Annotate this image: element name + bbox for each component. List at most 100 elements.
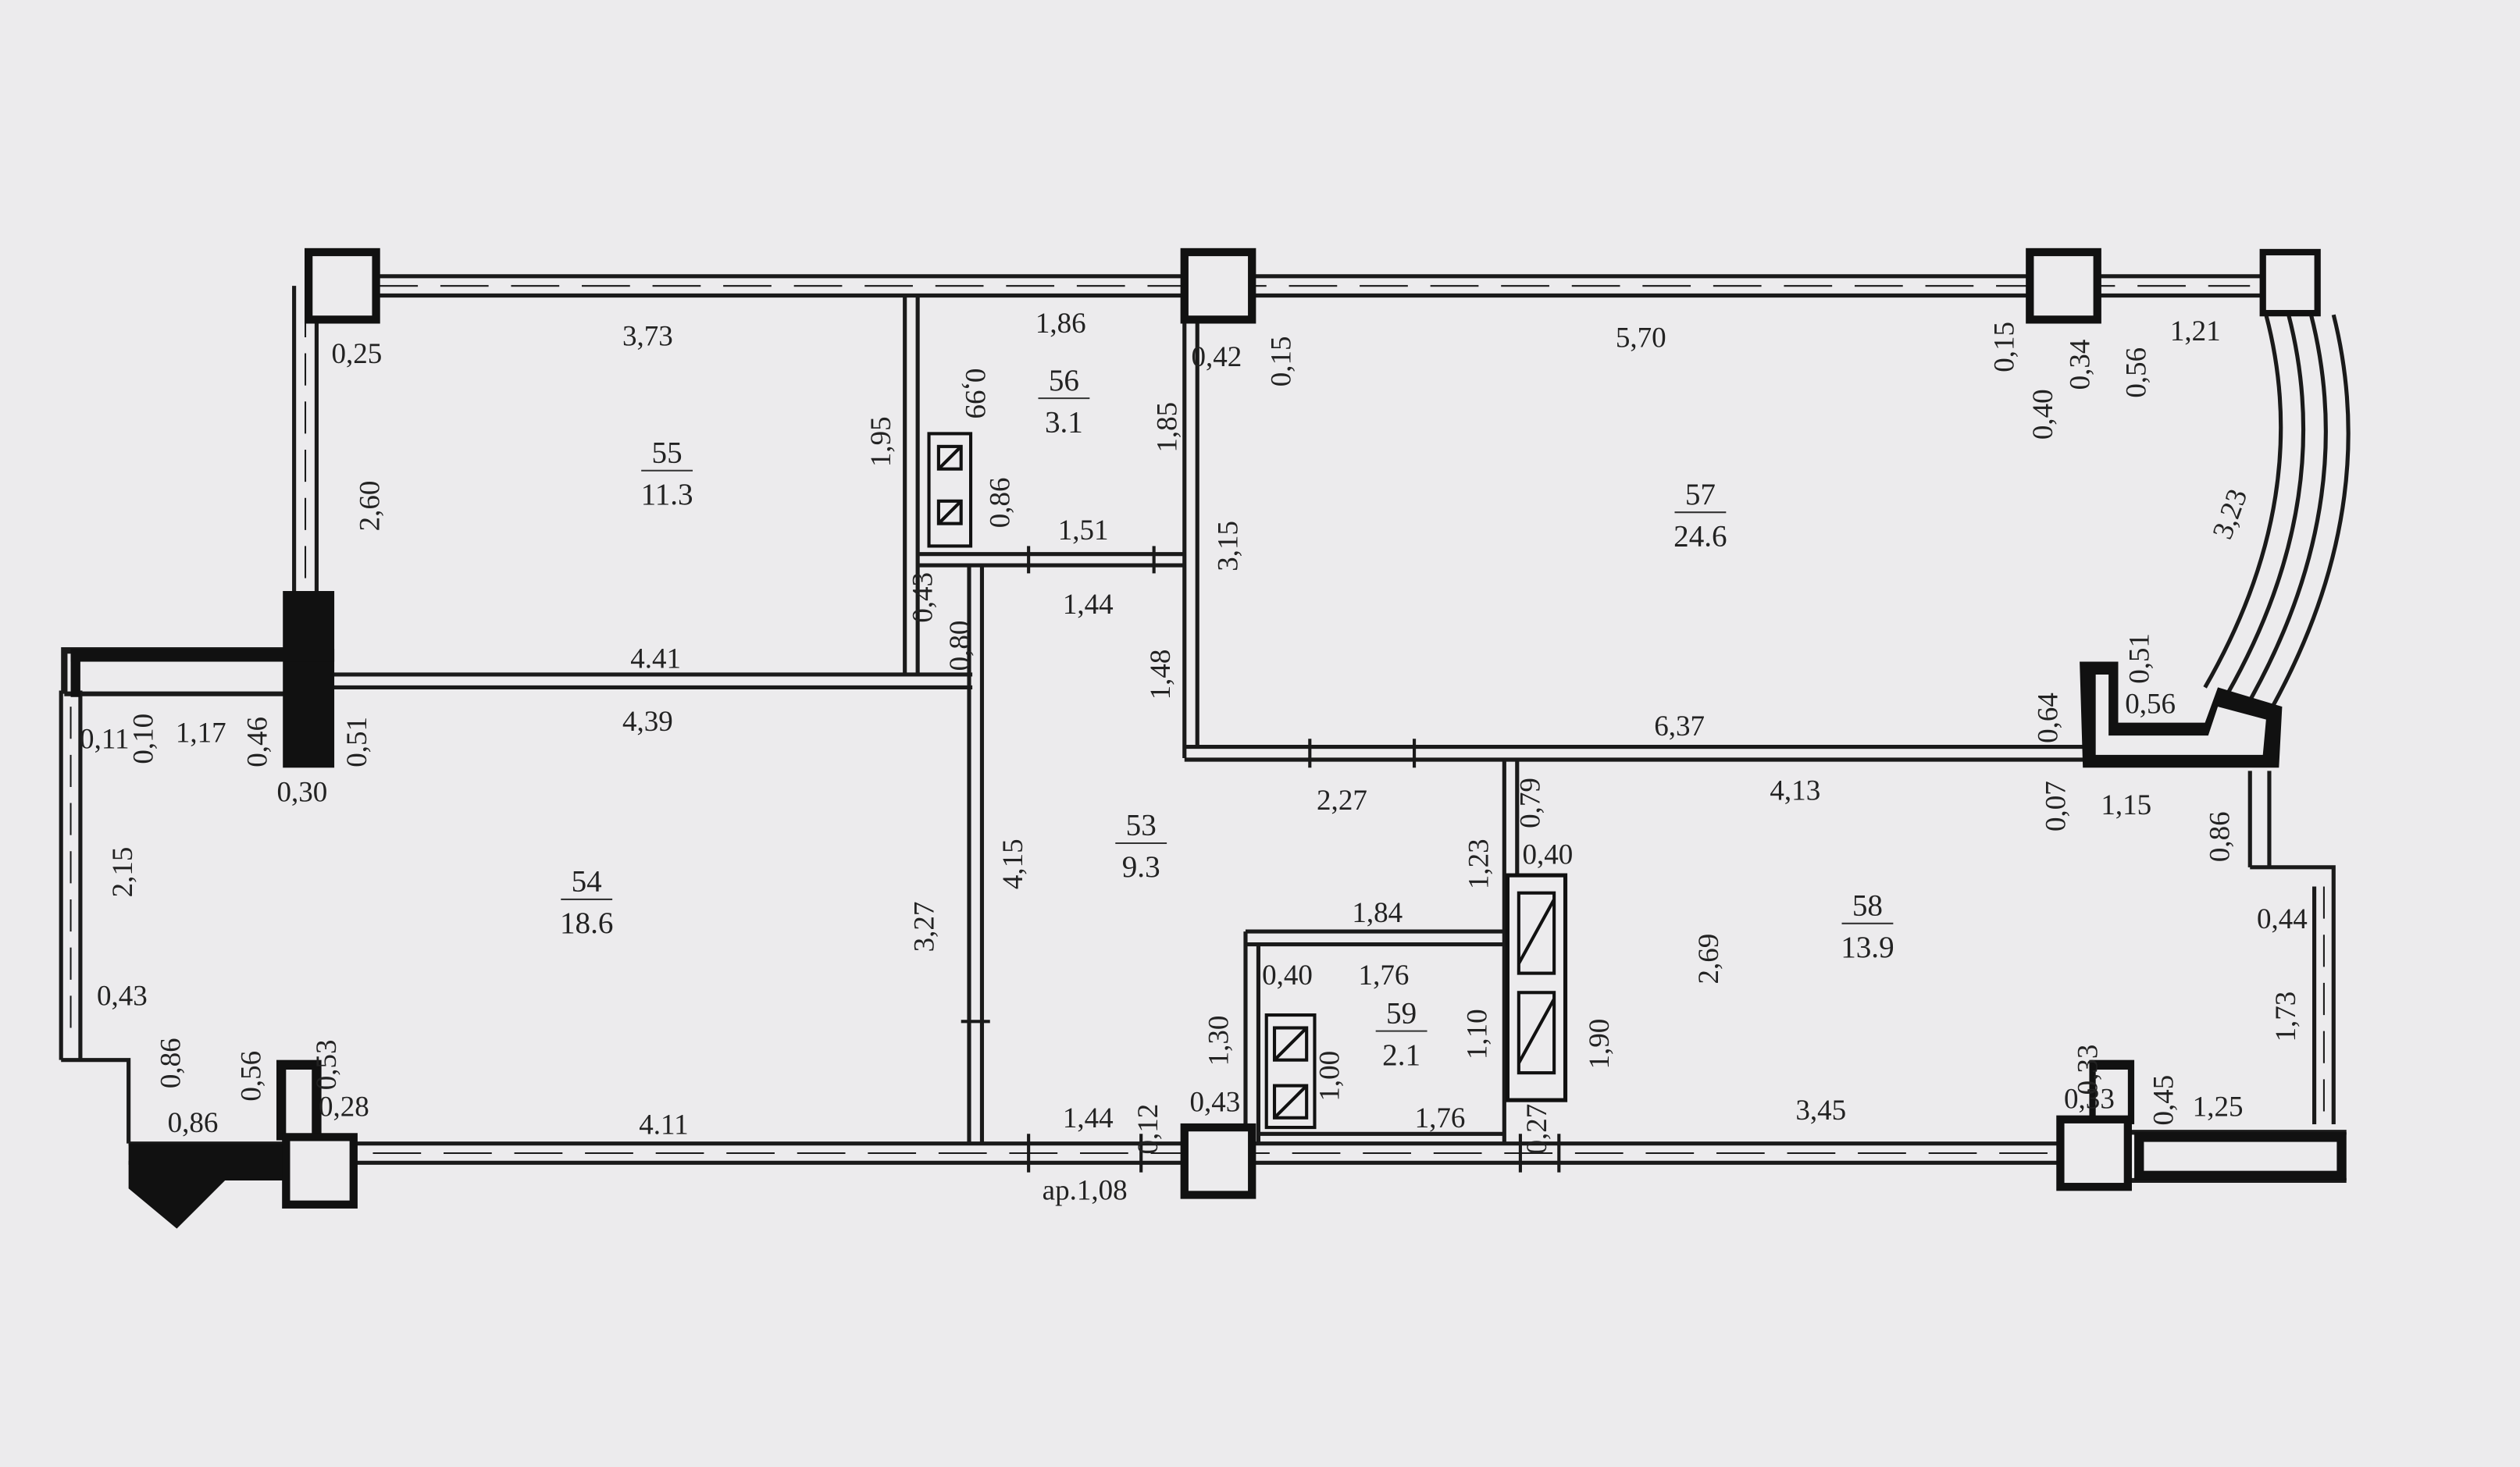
dimension-label: 0,11 <box>80 724 129 756</box>
columns <box>282 247 2321 1209</box>
room-area: 11.3 <box>641 478 693 511</box>
room-56: 563.1 <box>1038 364 1090 439</box>
dimension-label: 1,84 <box>1352 897 1403 929</box>
dimension-label: 0,40 <box>1522 839 1573 871</box>
dimension-label: 1,17 <box>176 717 226 749</box>
dimension-label: 0,43 <box>907 572 939 623</box>
dimension-label: 0,28 <box>319 1091 369 1123</box>
dimension-label: ар.1,08 <box>1043 1175 1128 1207</box>
fixtures <box>927 432 1568 1130</box>
dimension-label: 0,51 <box>2124 633 2156 684</box>
dimension-label: 1,86 <box>1035 308 1086 340</box>
room-number: 59 <box>1386 996 1417 1030</box>
room-57: 57 24.6 <box>1673 478 1727 553</box>
dimension-label: 0,07 <box>2041 781 2073 831</box>
dimension-label: 5,70 <box>1616 322 1666 354</box>
dimension-label: 0,40 <box>1262 960 1313 992</box>
dimension-label: 0,86 <box>155 1038 187 1088</box>
room-area: 9.3 <box>1122 850 1160 884</box>
room-58: 58 13.9 <box>1841 889 1894 964</box>
dimension-label: 0,15 <box>1266 336 1298 386</box>
dimension-label: 4.11 <box>639 1109 688 1141</box>
dimension-label: 0,45 <box>2148 1075 2180 1126</box>
room-number: 55 <box>652 436 683 469</box>
dimension-label: 0,34 <box>2064 340 2096 390</box>
room-area: 24.6 <box>1673 519 1727 553</box>
dimension-label: 1,15 <box>2101 789 2151 821</box>
dimension-label: 0,64 <box>2032 693 2064 743</box>
room-area: 2.1 <box>1382 1038 1420 1072</box>
dimension-label: 0,40 <box>2027 389 2059 440</box>
room-number: 58 <box>1852 889 1883 923</box>
dimension-label: 1,00 <box>1313 1051 1346 1102</box>
room-54: 54 18.6 <box>560 865 613 940</box>
dimension-label: 0,56 <box>2125 688 2176 720</box>
dimension-label: 2,27 <box>1317 785 1367 817</box>
dimension-label: 0,56 <box>235 1051 267 1102</box>
dimension-label: 3,27 <box>909 902 941 952</box>
dimension-label: 0,56 <box>2120 347 2152 398</box>
dimension-label: 0,10 <box>128 714 160 764</box>
dimension-label: 1,30 <box>1203 1016 1235 1066</box>
dimension-label: 0,42 <box>1192 341 1242 373</box>
dimension-label: 0,99 <box>959 369 991 419</box>
dimension-label: 0,86 <box>168 1107 219 1139</box>
dimension-label: 1,10 <box>1462 1009 1494 1059</box>
dimension-label: 2,69 <box>1693 934 1725 985</box>
room-number: 53 <box>1126 809 1157 842</box>
dimension-label: 3,45 <box>1795 1095 1846 1127</box>
dimension-label: 0,51 <box>341 717 373 767</box>
dimension-label: 0,46 <box>242 717 274 767</box>
dimension-label: 4.41 <box>630 643 681 675</box>
room-number: 57 <box>1685 478 1716 511</box>
dimension-label: 3,15 <box>1213 521 1245 571</box>
dimension-label: 1,85 <box>1151 402 1183 453</box>
dimension-label: 0,25 <box>331 338 382 370</box>
dimension-label: 0,86 <box>984 477 1016 528</box>
dimension-label: 0,12 <box>1132 1104 1164 1155</box>
dimension-label: 1,90 <box>1584 1019 1616 1070</box>
dimension-label: 0,43 <box>1189 1087 1240 1119</box>
dimension-label: 1,44 <box>1063 1102 1114 1134</box>
dimension-label: 1,76 <box>1359 960 1410 992</box>
dimension-label: 1,73 <box>2270 992 2302 1042</box>
dimension-label: 0,15 <box>1989 322 2021 372</box>
dimension-label: 3,23 <box>2207 485 2254 543</box>
dimension-label: 0,86 <box>2204 811 2236 862</box>
door-openings <box>961 546 1561 1173</box>
dimension-label: 1,21 <box>2170 315 2221 347</box>
dimension-label: 0,30 <box>277 776 328 808</box>
dimension-label: 4,13 <box>1770 774 1820 806</box>
dimension-label: 1,25 <box>2193 1091 2244 1123</box>
room-number: 56 <box>1049 364 1079 397</box>
dimension-label: 0,33 <box>2073 1045 2105 1095</box>
dimension-label: 6,37 <box>1654 710 1705 742</box>
room-area: 18.6 <box>560 906 613 940</box>
dimension-label: 0,80 <box>944 621 976 671</box>
room-59: 592.1 <box>1375 996 1428 1072</box>
room-53: 539.3 <box>1115 809 1167 884</box>
dimension-label: 1,95 <box>865 416 897 467</box>
dimension-label: 1,48 <box>1145 650 1177 700</box>
dimension-label: 0,43 <box>97 981 148 1013</box>
dimension-labels: 0,25 3,73 2,60 1,95 0,99 1,86 0,86 1,51 1,85 0,42… <box>80 308 2308 1207</box>
room-area: 13.9 <box>1841 931 1894 964</box>
dimension-label: 1,23 <box>1463 839 1495 889</box>
dimension-label: 3,73 <box>622 320 673 352</box>
room-area: 3.1 <box>1045 405 1083 439</box>
dimension-label: 2,60 <box>355 481 387 532</box>
dimension-label: 1,44 <box>1063 589 1114 621</box>
dimension-label: 1,76 <box>1415 1102 1466 1134</box>
dimension-label: 2,15 <box>107 847 139 898</box>
dimension-label: 0,53 <box>311 1039 343 1090</box>
dimension-label: 0,44 <box>2257 903 2308 935</box>
room-55: 55 11.3 <box>641 436 693 511</box>
room-number: 54 <box>572 865 602 899</box>
dimension-label: 0,27 <box>1521 1104 1553 1155</box>
dimension-label: 4,39 <box>622 706 673 738</box>
dimension-label: 0,33 <box>2064 1083 2115 1115</box>
dimension-label: 1,51 <box>1058 515 1109 547</box>
